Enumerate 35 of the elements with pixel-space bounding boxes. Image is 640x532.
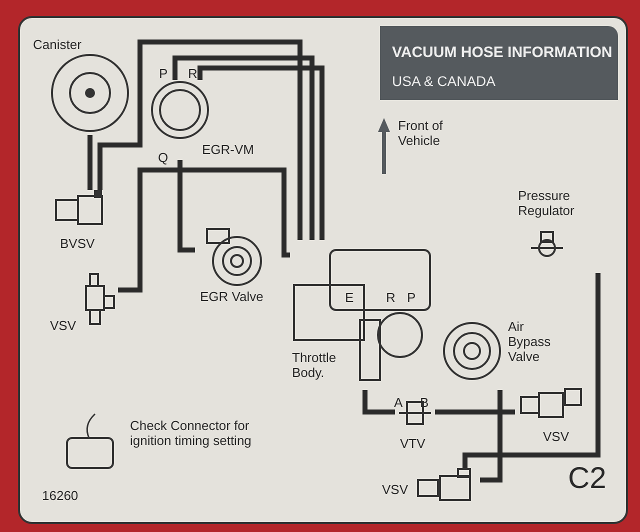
vacuum-hose [480, 390, 502, 482]
component-label: VSV [382, 482, 410, 497]
component-label: Throttle Body. [292, 350, 338, 380]
component-label: Check Connector for ignition timing setting [130, 418, 252, 448]
port-letter: B [420, 395, 429, 410]
component-label: Pressure Regulator [518, 188, 576, 218]
vacuum-hose [198, 66, 324, 240]
port-letter: P [159, 66, 168, 81]
component-label: Air Bypass Valve [508, 319, 552, 364]
port-letter: R [188, 66, 198, 81]
port-letter: R [386, 290, 396, 305]
vacuum-hose [172, 56, 314, 240]
vacuum-hose [435, 410, 515, 414]
part-number: 16260 [42, 488, 78, 503]
component-label: EGR-VM [202, 142, 255, 157]
port-letter: E [345, 290, 354, 305]
vacuum-hose [362, 390, 395, 414]
vacuum-hose [462, 273, 600, 468]
port-letter: P [407, 290, 416, 305]
component-label: BVSV [60, 236, 96, 251]
vacuum-hose [98, 40, 302, 240]
direction-note: Front of Vehicle [398, 118, 444, 148]
component-label: VTV [400, 436, 426, 451]
vacuum-hose [178, 160, 195, 252]
component-label: EGR Valve [200, 289, 264, 304]
component-label: Canister [33, 37, 82, 52]
vacuum-hose [88, 135, 92, 190]
vacuum-hose [118, 168, 290, 292]
code-label: C2 [568, 462, 606, 496]
component-label: VSV [543, 429, 570, 444]
port-letter: A [394, 395, 403, 410]
title: VACUUM HOSE INFORMATION [392, 44, 612, 61]
subtitle: USA & CANADA [392, 74, 496, 89]
port-letter: Q [158, 150, 168, 165]
component-label: VSV [50, 318, 78, 333]
